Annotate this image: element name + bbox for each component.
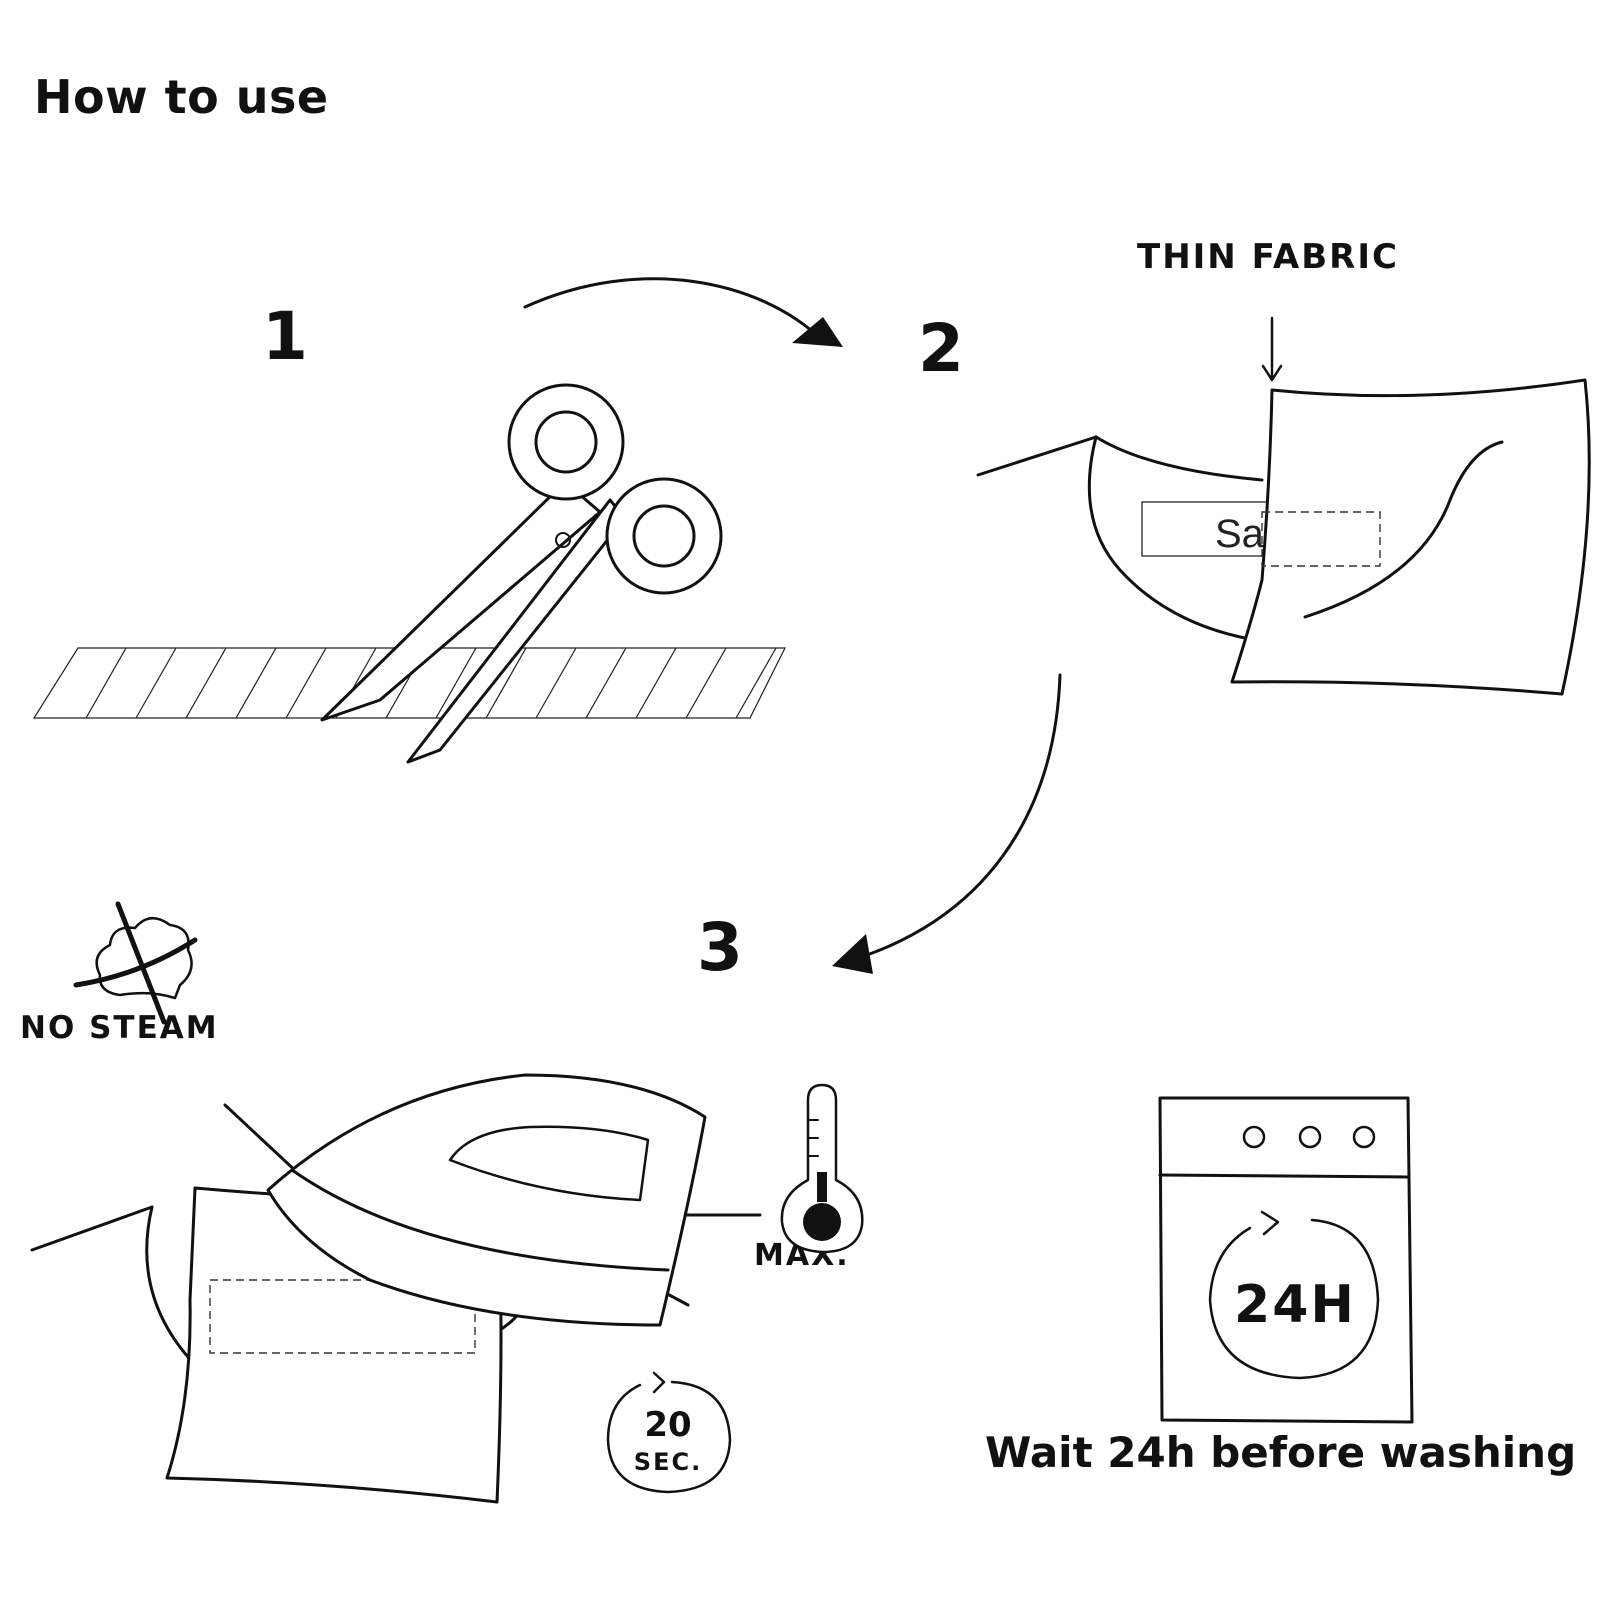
arrow-icon bbox=[832, 673, 1062, 974]
timer-unit: SEC. bbox=[634, 1448, 702, 1476]
step-1-number: 1 bbox=[262, 298, 308, 375]
arrow-icon bbox=[523, 277, 843, 347]
sample-label-text: Sa bbox=[1215, 512, 1265, 556]
no-steam-icon bbox=[73, 901, 198, 1025]
wait-time-label: 24H bbox=[1234, 1275, 1356, 1335]
page-title: How to use bbox=[34, 70, 329, 124]
timer-value: 20 bbox=[644, 1405, 691, 1445]
wash-wait-note: Wait 24h before washing bbox=[985, 1428, 1577, 1477]
garment-icon: Sa bbox=[976, 316, 1591, 696]
iron-icon bbox=[223, 1073, 762, 1327]
thermometer-icon bbox=[780, 1083, 864, 1254]
timer-icon: 20 SEC. bbox=[606, 1371, 732, 1494]
step-3-number: 3 bbox=[697, 909, 743, 986]
step-2-number: 2 bbox=[918, 310, 964, 387]
thin-fabric-label: THIN FABRIC bbox=[1137, 237, 1399, 277]
scissors-icon bbox=[320, 383, 723, 764]
washing-machine-icon: 24H bbox=[1158, 1096, 1414, 1424]
no-steam-label: NO STEAM bbox=[20, 1010, 219, 1046]
fabric-strip-icon bbox=[32, 647, 786, 719]
